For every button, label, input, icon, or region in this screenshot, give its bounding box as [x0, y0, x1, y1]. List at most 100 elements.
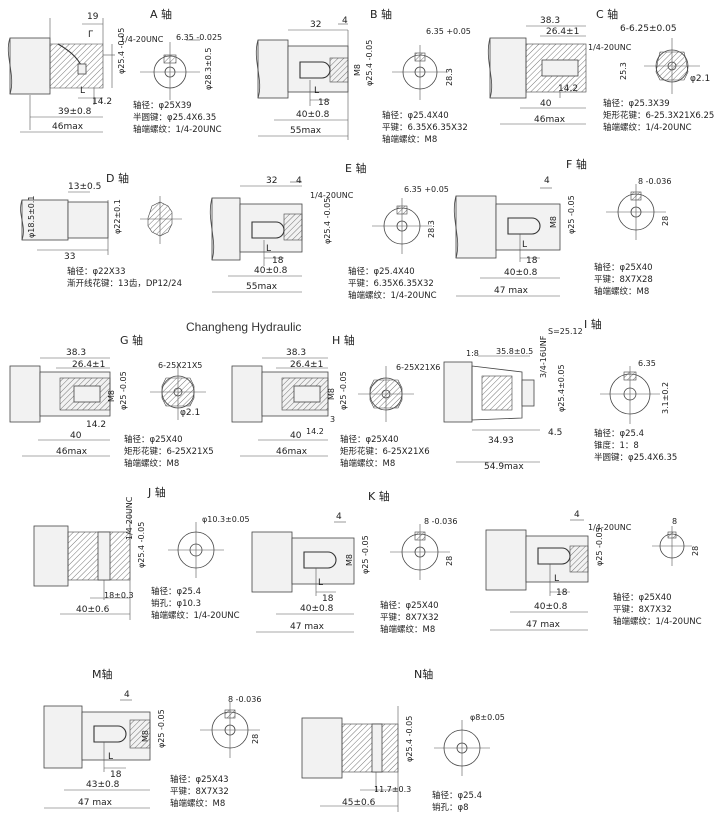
shaft-c-spec-2: 矩形花键：6-25.3X21X6.25 — [603, 111, 714, 121]
shaft-f-dim-3: 47 max — [494, 286, 528, 296]
shaft-a-dim-5: 14.2 — [92, 97, 113, 107]
shaft-h-dim-9: φ25 -0.05 — [339, 371, 348, 410]
shaft-h-specs: 轴径：φ25X40 矩形花键：6-25X21X6 轴端螺纹：M8 — [340, 434, 430, 470]
shaft-h-title: H 轴 — [332, 334, 355, 347]
shaft-j-dim-5: φ25.4 -0.05 — [137, 521, 146, 568]
shaft-b-title: B 轴 — [370, 8, 393, 21]
shaft-i-dim-7: 54.9max — [484, 462, 524, 472]
shaft-l-dim-9: 28 — [691, 545, 700, 556]
shaft-i-dim-9: 6.35 — [638, 359, 656, 368]
shaft-h-dim-5: 46max — [276, 447, 308, 457]
shaft-k-spec-1: 轴径：φ25X40 — [380, 601, 439, 611]
shaft-j-dim-2: φ10.3±0.05 — [202, 515, 250, 524]
shaft-i-dim-5: 34.93 — [488, 436, 514, 446]
shaft-f-dim-7: φ25 -0.05 — [567, 195, 576, 234]
shaft-i-dim-10: 3.1±0.2 — [661, 381, 670, 414]
shaft-n-spec-2: 销孔：φ8 — [432, 803, 469, 813]
shaft-a-dim-4: 46max — [52, 122, 84, 132]
shaft-f-spec-2: 平键：8X7X28 — [594, 275, 653, 285]
shaft-f-specs: 轴径：φ25X40 平键：8X7X28 轴端螺纹：M8 — [594, 262, 653, 298]
shaft-e-specs: 轴径：φ25.4X40 平键：6.35X6.35X32 轴端螺纹：1/4-20U… — [348, 266, 437, 302]
shaft-i-dim-2: 1:8 — [466, 349, 479, 358]
shaft-b-dim-5: 18 — [318, 98, 330, 108]
shaft-f-dim-1: 4 — [544, 176, 550, 186]
shaft-e-dim-4: 40±0.8 — [254, 266, 288, 276]
shaft-e-spec-1: 轴径：φ25.4X40 — [348, 267, 415, 277]
shaft-b-dim-4: 55max — [290, 126, 322, 136]
shaft-m-dim-2: 43±0.8 — [86, 780, 120, 790]
shaft-m-spec-1: 轴径：φ25X43 — [170, 775, 229, 785]
shaft-d-spec-2: 渐开线花键：13齿，DP12/24 — [67, 279, 182, 289]
shaft-b-spec-1: 轴径：φ25.4X40 — [382, 111, 449, 121]
shaft-e-dim-2: 4 — [296, 176, 302, 186]
shaft-h-dim-7: 3 — [330, 415, 336, 424]
shaft-j-dim-4: 40±0.6 — [76, 605, 110, 615]
shaft-i-dim-6: 4.5 — [548, 428, 563, 438]
shaft-d-spec-1: 轴径：φ22X33 — [67, 267, 126, 277]
shaft-b-dim-1: 32 — [310, 20, 322, 30]
shaft-e-dim-7: L — [266, 244, 272, 254]
shaft-m-specs: 轴径：φ25X43 平键：8X7X32 轴端螺纹：M8 — [170, 774, 229, 810]
shaft-h-dim-8: M8 — [327, 388, 336, 400]
shaft-c-dim-6: 14.2 — [558, 84, 579, 94]
shaft-n-spec-1: 轴径：φ25.4 — [432, 791, 483, 801]
shaft-m-dim-5: L — [108, 752, 114, 762]
shaft-n-dim-2: 11.7±0.3 — [374, 785, 412, 794]
shaft-n-drawing — [301, 706, 490, 812]
shaft-e-dim-3: 1/4-20UNC — [310, 191, 354, 200]
shaft-c-dim-1: 38.3 — [540, 16, 561, 26]
brand-label: Changheng Hydraulic — [186, 320, 302, 334]
shaft-i-dim-4: 3/4-16UNF — [539, 335, 548, 378]
shaft-m-dim-4: 18 — [110, 770, 122, 780]
shaft-h-spec-1: 轴径：φ25X40 — [340, 435, 399, 445]
shaft-f-dim-2: 40±0.8 — [504, 268, 538, 278]
shaft-b-specs: 轴径：φ25.4X40 平键：6.35X6.35X32 轴端螺纹：M8 — [382, 110, 468, 146]
shaft-c-specs: 轴径：φ25.3X39 矩形花键：6-25.3X21X6.25 轴端螺纹：1/4… — [603, 98, 714, 134]
shaft-d-dim-2: 33 — [64, 252, 76, 262]
shaft-a-dim-8: φ25.4 -0.05 — [117, 27, 126, 74]
shaft-l-dim-1: 4 — [574, 510, 580, 520]
shaft-l-dim-4: 47 max — [526, 620, 560, 630]
shaft-a-specs: 轴径：φ25X39 半圆键：φ25.4X6.35 轴端螺纹：1/4-20UNC — [133, 100, 222, 136]
shaft-b-dim-2: 4 — [342, 16, 348, 26]
shaft-e-dim-1: 32 — [266, 176, 278, 186]
shaft-a-dim-10: 6.35 -0.025 — [176, 33, 223, 42]
shaft-c-dim-7: 6-6.25±0.05 — [620, 24, 677, 34]
shaft-k-spec-2: 平键：8X7X32 — [380, 613, 439, 623]
shaft-l-spec-1: 轴径：φ25X40 — [613, 593, 672, 603]
shaft-n-dim-1: φ8±0.05 — [470, 713, 505, 722]
shaft-l-dim-6: L — [554, 574, 560, 584]
shaft-c-dim-5: 46max — [534, 115, 566, 125]
shaft-m-title: M轴 — [92, 668, 113, 681]
shaft-j-dim-1: 1/4-20UNC — [125, 496, 134, 540]
shaft-i-dim-3: 35.8±0.5 — [496, 347, 534, 356]
shaft-g-dim-5: 46max — [56, 447, 88, 457]
shaft-h-dim-4: 40 — [290, 431, 302, 441]
shaft-g-dim-7: φ2.1 — [180, 408, 201, 418]
shaft-k-drawing — [251, 521, 450, 633]
shaft-j-title: J 轴 — [148, 486, 166, 499]
shaft-f-drawing — [453, 184, 666, 297]
shaft-n-title: N轴 — [414, 668, 434, 681]
shaft-i-specs: 轴径：φ25.4 锥度：1：8 半圆键：φ25.4X6.35 — [594, 428, 677, 464]
shaft-a-title: A 轴 — [150, 8, 173, 21]
shaft-f-spec-1: 轴径：φ25X40 — [594, 263, 653, 273]
shaft-k-dim-6: M8 — [345, 554, 354, 566]
shaft-j-spec-3: 轴端螺纹：1/4-20UNC — [151, 611, 240, 621]
shaft-f-dim-9: 28 — [661, 215, 670, 226]
shaft-a-spec-2: 半圆键：φ25.4X6.35 — [133, 113, 217, 123]
shaft-b-spec-2: 平键：6.35X6.35X32 — [382, 123, 468, 133]
shaft-e-spec-2: 平键：6.35X6.35X32 — [348, 279, 434, 289]
shaft-h-dim-6: 14.2 — [306, 427, 324, 436]
shaft-j-spec-1: 轴径：φ25.4 — [151, 587, 202, 597]
shaft-i-spec-2: 锥度：1：8 — [594, 441, 639, 451]
shaft-m-dim-6: M8 — [141, 730, 150, 742]
shaft-a-drawing — [7, 18, 200, 133]
shaft-i-dim-8: φ25.4±0.05 — [557, 364, 566, 412]
shaft-b-dim-8: φ25.4 -0.05 — [365, 39, 374, 86]
shaft-e-spec-3: 轴端螺纹：1/4-20UNC — [348, 291, 437, 301]
shaft-k-dim-5: L — [318, 578, 324, 588]
shaft-j-dim-3: 18±0.3 — [104, 591, 134, 600]
shaft-d-dim-3: φ18.5±0.1 — [27, 195, 36, 238]
shaft-g-specs: 轴径：φ25X40 矩形花键：6-25X21X5 轴端螺纹：M8 — [124, 434, 214, 470]
